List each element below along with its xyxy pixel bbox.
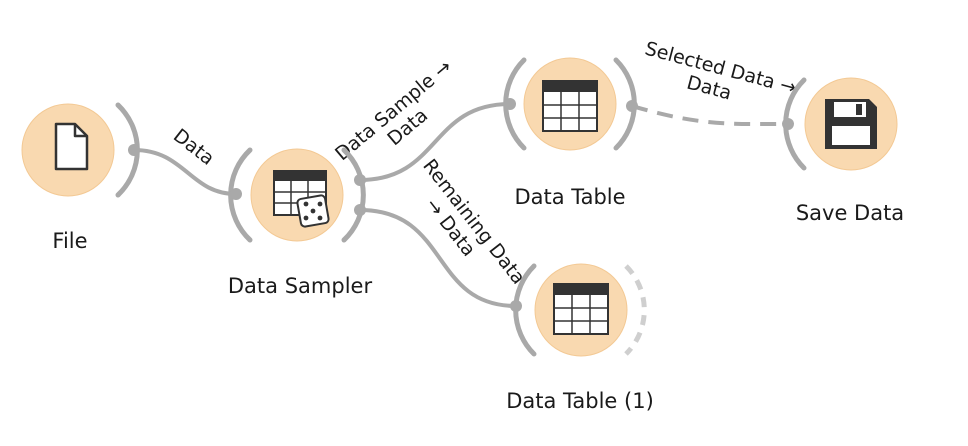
link-label-data-table-to-save-data: Selected Data → Data — [643, 38, 799, 105]
node-file[interactable]: File — [21, 102, 140, 253]
output-anchor[interactable] — [128, 144, 140, 156]
floppy-disk-icon — [825, 99, 877, 149]
file-icon — [54, 122, 89, 171]
link-data-sampler-to-data-table-1[interactable] — [358, 208, 518, 308]
node-label-data-table-1: Data Table (1) — [506, 389, 654, 413]
table-icon — [542, 80, 598, 132]
output-anchor[interactable] — [354, 174, 366, 186]
dice-icon — [296, 194, 330, 228]
node-label-data-sampler: Data Sampler — [228, 274, 373, 298]
link-label-line: Data Sample → — [331, 55, 456, 165]
input-anchor[interactable] — [510, 300, 522, 312]
input-anchor[interactable] — [230, 188, 242, 200]
link-file-to-data-sampler[interactable] — [132, 148, 238, 196]
node-label-save-data: Save Data — [796, 201, 904, 225]
table-icon — [553, 283, 609, 335]
output-anchor[interactable] — [354, 204, 366, 216]
output-anchor[interactable] — [626, 100, 638, 112]
link-label-data-sampler-to-data-table-1: Remaining Data → Data — [418, 155, 529, 289]
node-label-data-table: Data Table — [514, 185, 625, 209]
output-channel-arc[interactable] — [341, 147, 366, 243]
node-data-table[interactable]: Data Table — [503, 57, 638, 209]
node-label-file: File — [52, 229, 87, 253]
output-channel-arc[interactable] — [624, 264, 647, 356]
link-data-table-to-save-data[interactable] — [631, 104, 789, 127]
link-data-sampler-to-data-table[interactable] — [358, 102, 512, 182]
input-anchor[interactable] — [504, 98, 516, 110]
input-anchor[interactable] — [782, 118, 794, 130]
data-sampler-icon — [273, 170, 330, 228]
node-save-data[interactable]: Save Data — [782, 77, 904, 225]
node-data-sampler[interactable]: Data Sampler — [228, 147, 373, 298]
node-data-table-1[interactable]: Data Table (1) — [506, 263, 654, 413]
